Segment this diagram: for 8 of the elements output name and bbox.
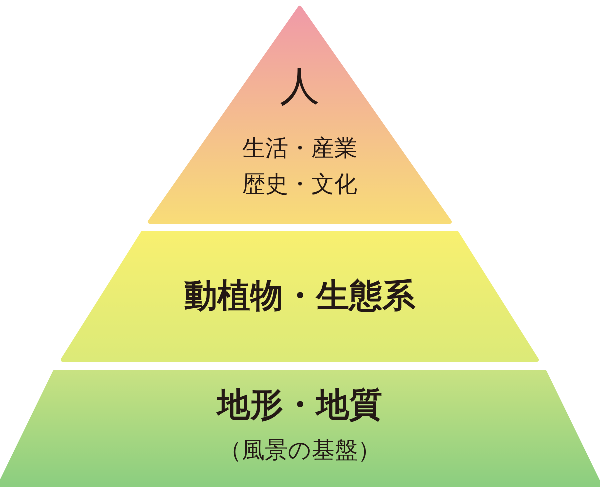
layer-subtitle: （風景の基盤）	[219, 438, 381, 464]
pyramid-layer	[60, 231, 540, 362]
layer-subtitle: 歴史・文化	[242, 172, 358, 198]
layer-title: 動植物・生態系	[184, 277, 416, 315]
layer-subtitle: 生活・産業	[242, 136, 358, 162]
pyramid-layer	[0, 370, 600, 487]
layer-title: 人	[280, 64, 320, 110]
layer-title: 地形・地質	[218, 386, 382, 424]
